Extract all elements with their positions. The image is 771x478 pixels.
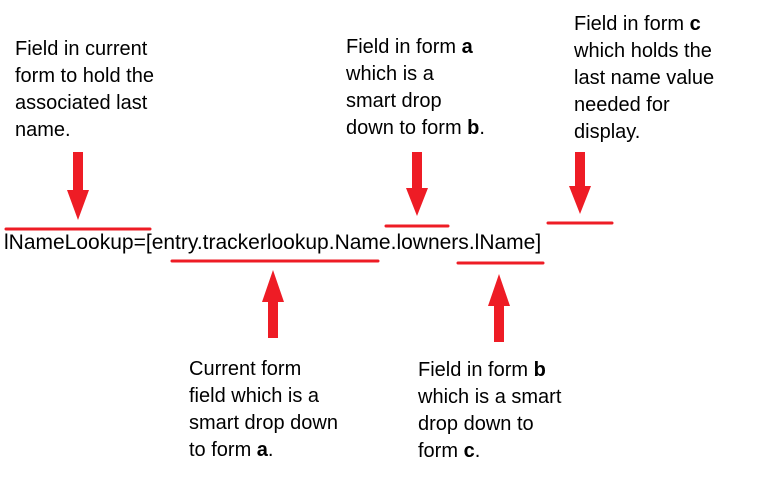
- annotation-line: to form a.: [189, 437, 338, 464]
- annotation-line: smart drop down: [189, 412, 338, 434]
- annotation-line: name.: [15, 119, 71, 141]
- annotation-line: which holds the: [574, 40, 712, 62]
- annotation-line: Field in form b: [418, 357, 561, 384]
- formula-part-lowners: lowners: [396, 231, 469, 254]
- annotation-line: form to hold the: [15, 65, 154, 87]
- formula-dot: .: [328, 231, 335, 254]
- annotation-line: Field in form c: [574, 11, 714, 38]
- formula-dot: .: [468, 231, 475, 254]
- up-arrow-icon: [488, 274, 510, 342]
- annotation-text: .: [474, 440, 481, 462]
- annotation-line: form c.: [418, 438, 561, 465]
- form-letter-a: a: [256, 439, 268, 461]
- annotation-line: last name value: [574, 67, 715, 89]
- formula-expression: lNameLookup=[entry.trackerlookup.Name.lo…: [4, 228, 541, 258]
- up-arrow-icon: [262, 270, 284, 338]
- annotation-line: which is a: [346, 63, 434, 85]
- formula-prefix: lNameLookup=[: [4, 231, 152, 254]
- formula-part-lname: lName: [474, 231, 536, 254]
- down-arrow-icon: [406, 152, 428, 216]
- down-arrow-icon: [569, 152, 591, 214]
- form-c-field-annotation: Field in form c which holds the last nam…: [574, 11, 714, 146]
- down-arrow-icon: [67, 152, 89, 220]
- annotation-line: needed for: [574, 94, 670, 116]
- annotation-line: smart drop: [346, 90, 442, 112]
- annotation-line: associated last: [15, 92, 148, 114]
- form-letter-b: b: [467, 117, 480, 139]
- annotation-line: Current form: [189, 358, 302, 380]
- annotation-text: .: [267, 439, 274, 461]
- current-field-annotation: Field in current form to hold the associ…: [15, 36, 154, 144]
- formula-dot: .: [390, 231, 397, 254]
- annotation-line: down to form b.: [346, 115, 485, 142]
- annotation-text: form: [418, 440, 464, 462]
- formula-part-name: Name: [334, 231, 391, 254]
- formula-suffix: ]: [535, 231, 542, 254]
- annotation-text: down to form: [346, 117, 468, 139]
- form-letter-b: b: [533, 359, 546, 381]
- current-form-field-annotation: Current form field which is a smart drop…: [189, 356, 338, 464]
- annotation-text: Field in form: [574, 13, 690, 35]
- form-letter-c: c: [463, 440, 475, 462]
- form-b-field-annotation: Field in form b which is a smart drop do…: [418, 357, 561, 465]
- annotation-line: display.: [574, 121, 641, 143]
- form-a-field-annotation: Field in form a which is a smart drop do…: [346, 34, 485, 142]
- annotation-line: field which is a: [189, 385, 320, 407]
- annotation-line: Field in current: [15, 38, 148, 60]
- annotation-line: Field in form a: [346, 34, 485, 61]
- formula-part-entry-trackerlookup: entry.trackerlookup: [151, 231, 329, 254]
- annotation-text: to form: [189, 439, 257, 461]
- annotation-text: Field in form: [418, 359, 534, 381]
- annotation-line: drop down to: [418, 413, 534, 435]
- form-letter-c: c: [689, 13, 701, 35]
- annotation-text: Field in form: [346, 36, 462, 58]
- annotation-line: which is a smart: [418, 386, 562, 408]
- annotation-text: .: [479, 117, 485, 139]
- form-letter-a: a: [461, 36, 473, 58]
